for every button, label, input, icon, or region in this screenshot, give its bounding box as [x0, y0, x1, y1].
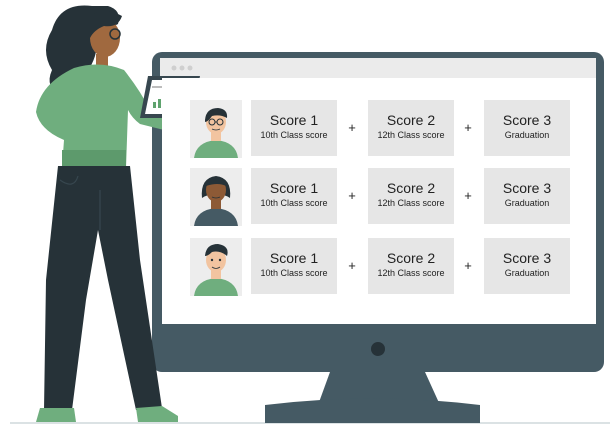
score-subtitle: 10th Class score	[260, 130, 328, 140]
window-dot	[179, 65, 185, 71]
monitor-top-bar	[160, 58, 596, 78]
plus-operator: +	[348, 188, 356, 203]
score-subtitle: 10th Class score	[260, 268, 328, 278]
score-subtitle: Graduation	[504, 198, 550, 208]
woman-avatar	[190, 168, 242, 226]
man-with-glasses-avatar	[190, 100, 242, 158]
pocket	[59, 175, 79, 185]
plus-operator: +	[464, 258, 472, 273]
man-avatar	[190, 238, 242, 296]
score-subtitle: 10th Class score	[260, 198, 328, 208]
score-subtitle: Graduation	[504, 130, 550, 140]
hair-top	[86, 10, 122, 38]
score-title: Score 1	[269, 112, 319, 128]
score-title: Score 3	[502, 112, 552, 128]
monitor-screen: Score 1 10th Class score + Score 2 12th …	[162, 78, 596, 324]
chart-bar	[153, 102, 156, 108]
plus-operator: +	[464, 120, 472, 135]
score-title: Score 2	[386, 250, 436, 266]
score-title: Score 2	[386, 112, 436, 128]
window-dot	[187, 65, 193, 71]
score-title: Score 3	[502, 180, 552, 196]
score-2-box: Score 2 12th Class score	[368, 238, 454, 294]
score-1-box: Score 1 10th Class score	[251, 168, 337, 224]
score-2-box: Score 2 12th Class score	[368, 100, 454, 156]
score-3-box: Score 3 Graduation	[484, 100, 570, 156]
score-subtitle: 12th Class score	[377, 130, 445, 140]
score-row: Score 1 10th Class score + Score 2 12th …	[190, 100, 590, 158]
score-2-box: Score 2 12th Class score	[368, 168, 454, 224]
chart-bar	[158, 99, 161, 108]
glasses-icon	[109, 28, 121, 40]
score-row: Score 1 10th Class score + Score 2 12th …	[190, 168, 590, 226]
pants	[44, 166, 162, 410]
shoe	[136, 406, 178, 422]
score-1-box: Score 1 10th Class score	[251, 238, 337, 294]
score-3-box: Score 3 Graduation	[484, 238, 570, 294]
power-button	[371, 342, 385, 356]
score-title: Score 2	[386, 180, 436, 196]
shirt	[36, 64, 168, 168]
shirt-shadow	[62, 150, 126, 168]
plus-operator: +	[348, 120, 356, 135]
score-title: Score 1	[269, 250, 319, 266]
score-title: Score 3	[502, 250, 552, 266]
woman-figure	[36, 5, 178, 422]
plus-operator: +	[348, 258, 356, 273]
score-3-box: Score 3 Graduation	[484, 168, 570, 224]
monitor-stand	[318, 372, 440, 405]
neck	[96, 54, 108, 66]
score-subtitle: 12th Class score	[377, 198, 445, 208]
shoe	[36, 408, 76, 422]
monitor-base	[265, 398, 480, 423]
score-row: Score 1 10th Class score + Score 2 12th …	[190, 238, 590, 296]
chart-text-line	[152, 86, 168, 88]
score-subtitle: Graduation	[504, 268, 550, 278]
window-dot	[171, 65, 177, 71]
score-subtitle: 12th Class score	[377, 268, 445, 278]
score-1-box: Score 1 10th Class score	[251, 100, 337, 156]
plus-operator: +	[464, 188, 472, 203]
score-title: Score 1	[269, 180, 319, 196]
